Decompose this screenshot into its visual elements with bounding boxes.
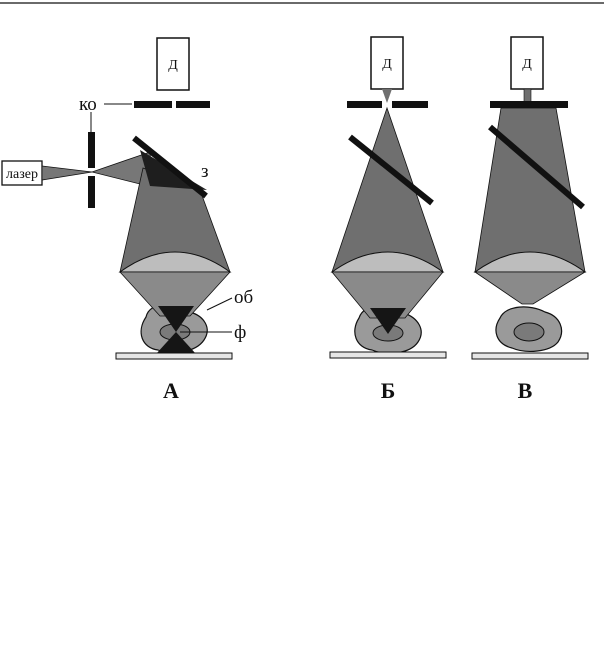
panel-a: Д ко лазер з	[2, 38, 253, 403]
emission-cone-b	[332, 108, 443, 272]
mirror-label: з	[201, 161, 209, 182]
pinhole-beam-b	[382, 89, 392, 103]
panel-b-label: Б	[381, 378, 396, 403]
pinhole-label: ко	[79, 94, 97, 115]
laser-label: лазер	[6, 167, 38, 182]
pinhole-plate-c	[490, 101, 568, 108]
pinhole-plate-a-left	[134, 101, 172, 108]
panel-b: Д Б	[330, 37, 446, 403]
aperture-lower	[88, 176, 95, 208]
objective-label: об	[234, 287, 253, 308]
detector-column-c	[524, 89, 531, 102]
panel-c-label: В	[518, 378, 533, 403]
pinhole-plate-b-left	[347, 101, 382, 108]
detector-label-c: Д	[522, 57, 532, 72]
slide-c	[472, 353, 588, 359]
detector-label-b: Д	[382, 57, 392, 72]
objective-leader	[207, 298, 232, 310]
aperture-upper	[88, 132, 95, 168]
pinhole-plate-a-right	[176, 101, 210, 108]
panel-c: Д В	[472, 37, 588, 403]
nucleus-c	[514, 323, 544, 341]
converging-cone-c	[475, 272, 585, 304]
slide-a	[116, 353, 232, 359]
emission-cone-c	[475, 108, 585, 272]
panel-a-label: А	[163, 378, 179, 403]
focus-label: ф	[234, 322, 246, 343]
detector-label-a: Д	[168, 58, 178, 73]
laser-beam-in	[42, 166, 92, 180]
slide-b	[330, 352, 446, 358]
pinhole-plate-b-right	[392, 101, 428, 108]
